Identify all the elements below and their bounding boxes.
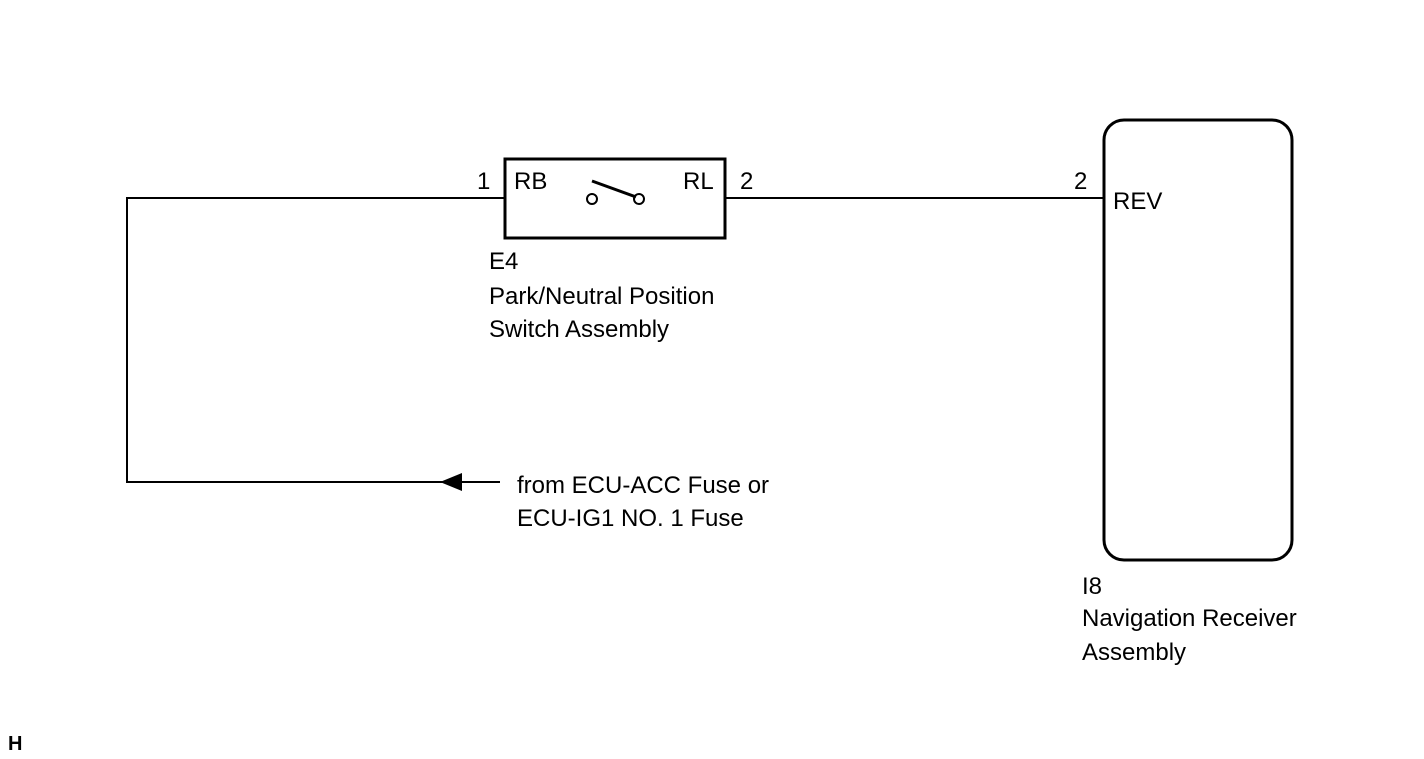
switch-name-line1: Park/Neutral Position — [489, 283, 714, 310]
switch-contact-left — [586, 193, 598, 205]
switch-lever — [591, 179, 637, 199]
switch-pin-left-number: 1 — [477, 168, 490, 195]
receiver-code: I8 — [1082, 573, 1102, 600]
switch-box — [503, 157, 727, 240]
supply-arrow-icon — [440, 473, 462, 491]
corner-mark: H — [8, 733, 22, 755]
receiver-pin-number: 2 — [1074, 168, 1087, 195]
receiver-pin-label: REV — [1113, 188, 1162, 215]
supply-wire — [126, 197, 505, 483]
supply-label-line1: from ECU-ACC Fuse or — [517, 472, 769, 499]
receiver-name-line1: Navigation Receiver — [1082, 605, 1297, 632]
switch-name-line2: Switch Assembly — [489, 316, 669, 343]
switch-contact-right — [633, 193, 645, 205]
receiver-name-line2: Assembly — [1082, 639, 1186, 666]
switch-pin-right-number: 2 — [740, 168, 753, 195]
switch-code: E4 — [489, 248, 518, 275]
receiver-box — [1102, 118, 1294, 562]
switch-pin-left-label: RB — [514, 168, 547, 195]
switch-pin-right-label: RL — [683, 168, 714, 195]
supply-label-line2: ECU-IG1 NO. 1 Fuse — [517, 505, 744, 532]
